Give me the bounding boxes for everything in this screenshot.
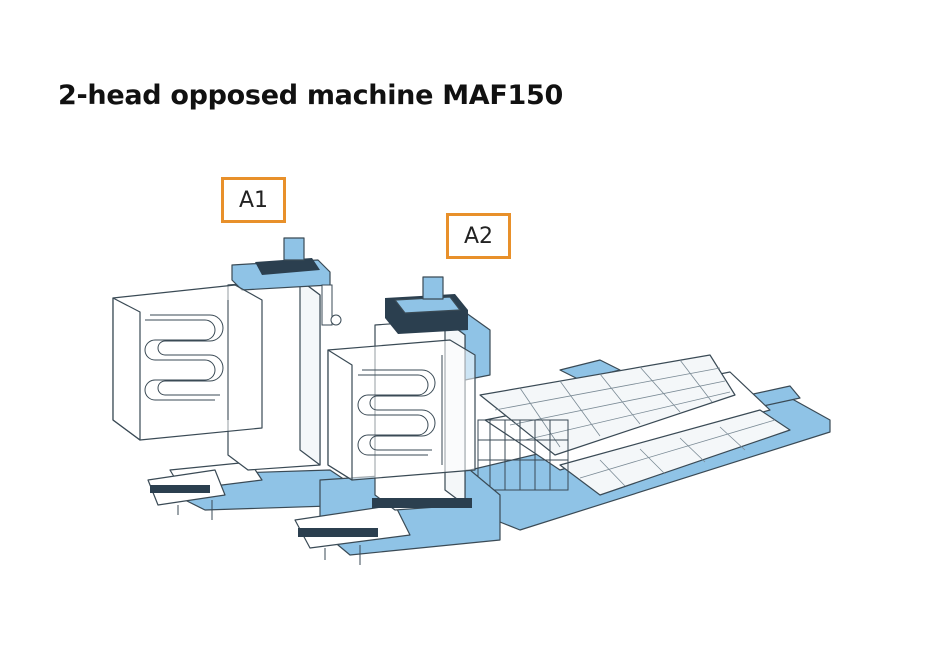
head-a1-assembly xyxy=(112,237,361,520)
workpiece-table xyxy=(477,354,791,496)
label-a1: A1 xyxy=(221,177,286,223)
a1-platform-edge xyxy=(150,485,210,493)
head-a2-assembly xyxy=(294,276,501,565)
label-a2: A2 xyxy=(446,213,511,259)
a2-platform-edge xyxy=(298,528,378,537)
page-title: 2-head opposed machine MAF150 xyxy=(58,80,563,111)
